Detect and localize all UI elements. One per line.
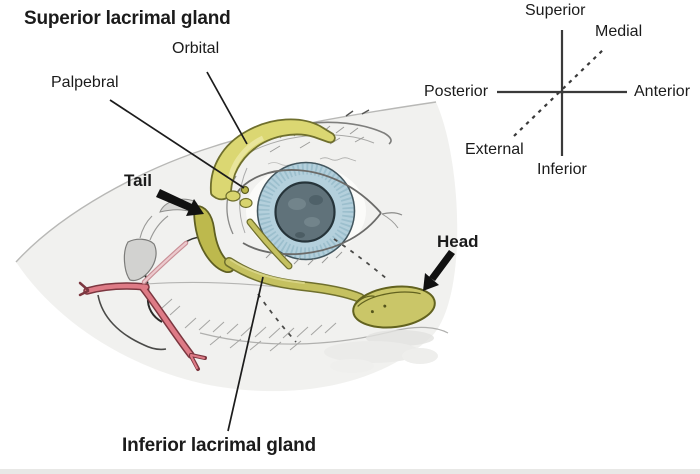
eyelids bbox=[235, 169, 382, 256]
compass-inferior-label: Inferior bbox=[537, 161, 587, 178]
bottom-edge bbox=[0, 469, 700, 474]
compass-medial-label: Medial bbox=[595, 23, 643, 40]
compass-external-label: External bbox=[465, 141, 524, 158]
superior-lacrimal-gland-palpebral bbox=[225, 185, 253, 209]
gland-highlight bbox=[227, 135, 265, 181]
compass-axes bbox=[497, 30, 627, 156]
pupil-highlight bbox=[304, 217, 320, 227]
head-arrow bbox=[423, 250, 455, 291]
compass-anterior-label: Anterior bbox=[634, 83, 691, 100]
compass-center bbox=[560, 90, 564, 94]
compass-posterior-label: Posterior bbox=[424, 83, 489, 100]
eye-corner-lines bbox=[226, 167, 403, 235]
inferior-gland-head bbox=[352, 285, 436, 329]
palpebral-leader-line bbox=[109, 99, 245, 189]
eye bbox=[226, 161, 403, 266]
pupil-shadow bbox=[295, 232, 305, 238]
orbital-label: Orbital bbox=[172, 40, 220, 57]
inferior-gland-leader-line bbox=[227, 276, 264, 432]
iris-texture bbox=[258, 163, 354, 259]
compass-diagonal-axis bbox=[513, 47, 606, 137]
lacrimal-duct bbox=[224, 218, 365, 303]
head-fill bbox=[16, 102, 458, 392]
iris-ring bbox=[256, 161, 356, 261]
tail-arrow bbox=[156, 189, 204, 216]
dashed-boundary bbox=[257, 238, 388, 343]
head-outline bbox=[15, 101, 437, 263]
superior-gland-title: Superior lacrimal gland bbox=[24, 8, 231, 29]
ghost-smudges bbox=[324, 330, 438, 373]
orbital-leader-line bbox=[206, 71, 248, 145]
head-label: Head bbox=[437, 232, 479, 251]
superior-lacrimal-gland-orbital bbox=[210, 118, 336, 201]
leader-lines bbox=[109, 71, 264, 432]
tail-label: Tail bbox=[124, 171, 153, 190]
compass-superior-label: Superior bbox=[525, 2, 586, 19]
blood-vessel bbox=[78, 240, 207, 371]
pupil-shadow bbox=[309, 195, 323, 205]
eye-pupil bbox=[274, 181, 336, 243]
pupil-highlight bbox=[288, 198, 306, 210]
inferior-gland-title: Inferior lacrimal gland bbox=[122, 435, 316, 456]
palpebral-label: Palpebral bbox=[51, 74, 119, 91]
jaw-hatching bbox=[161, 298, 337, 352]
